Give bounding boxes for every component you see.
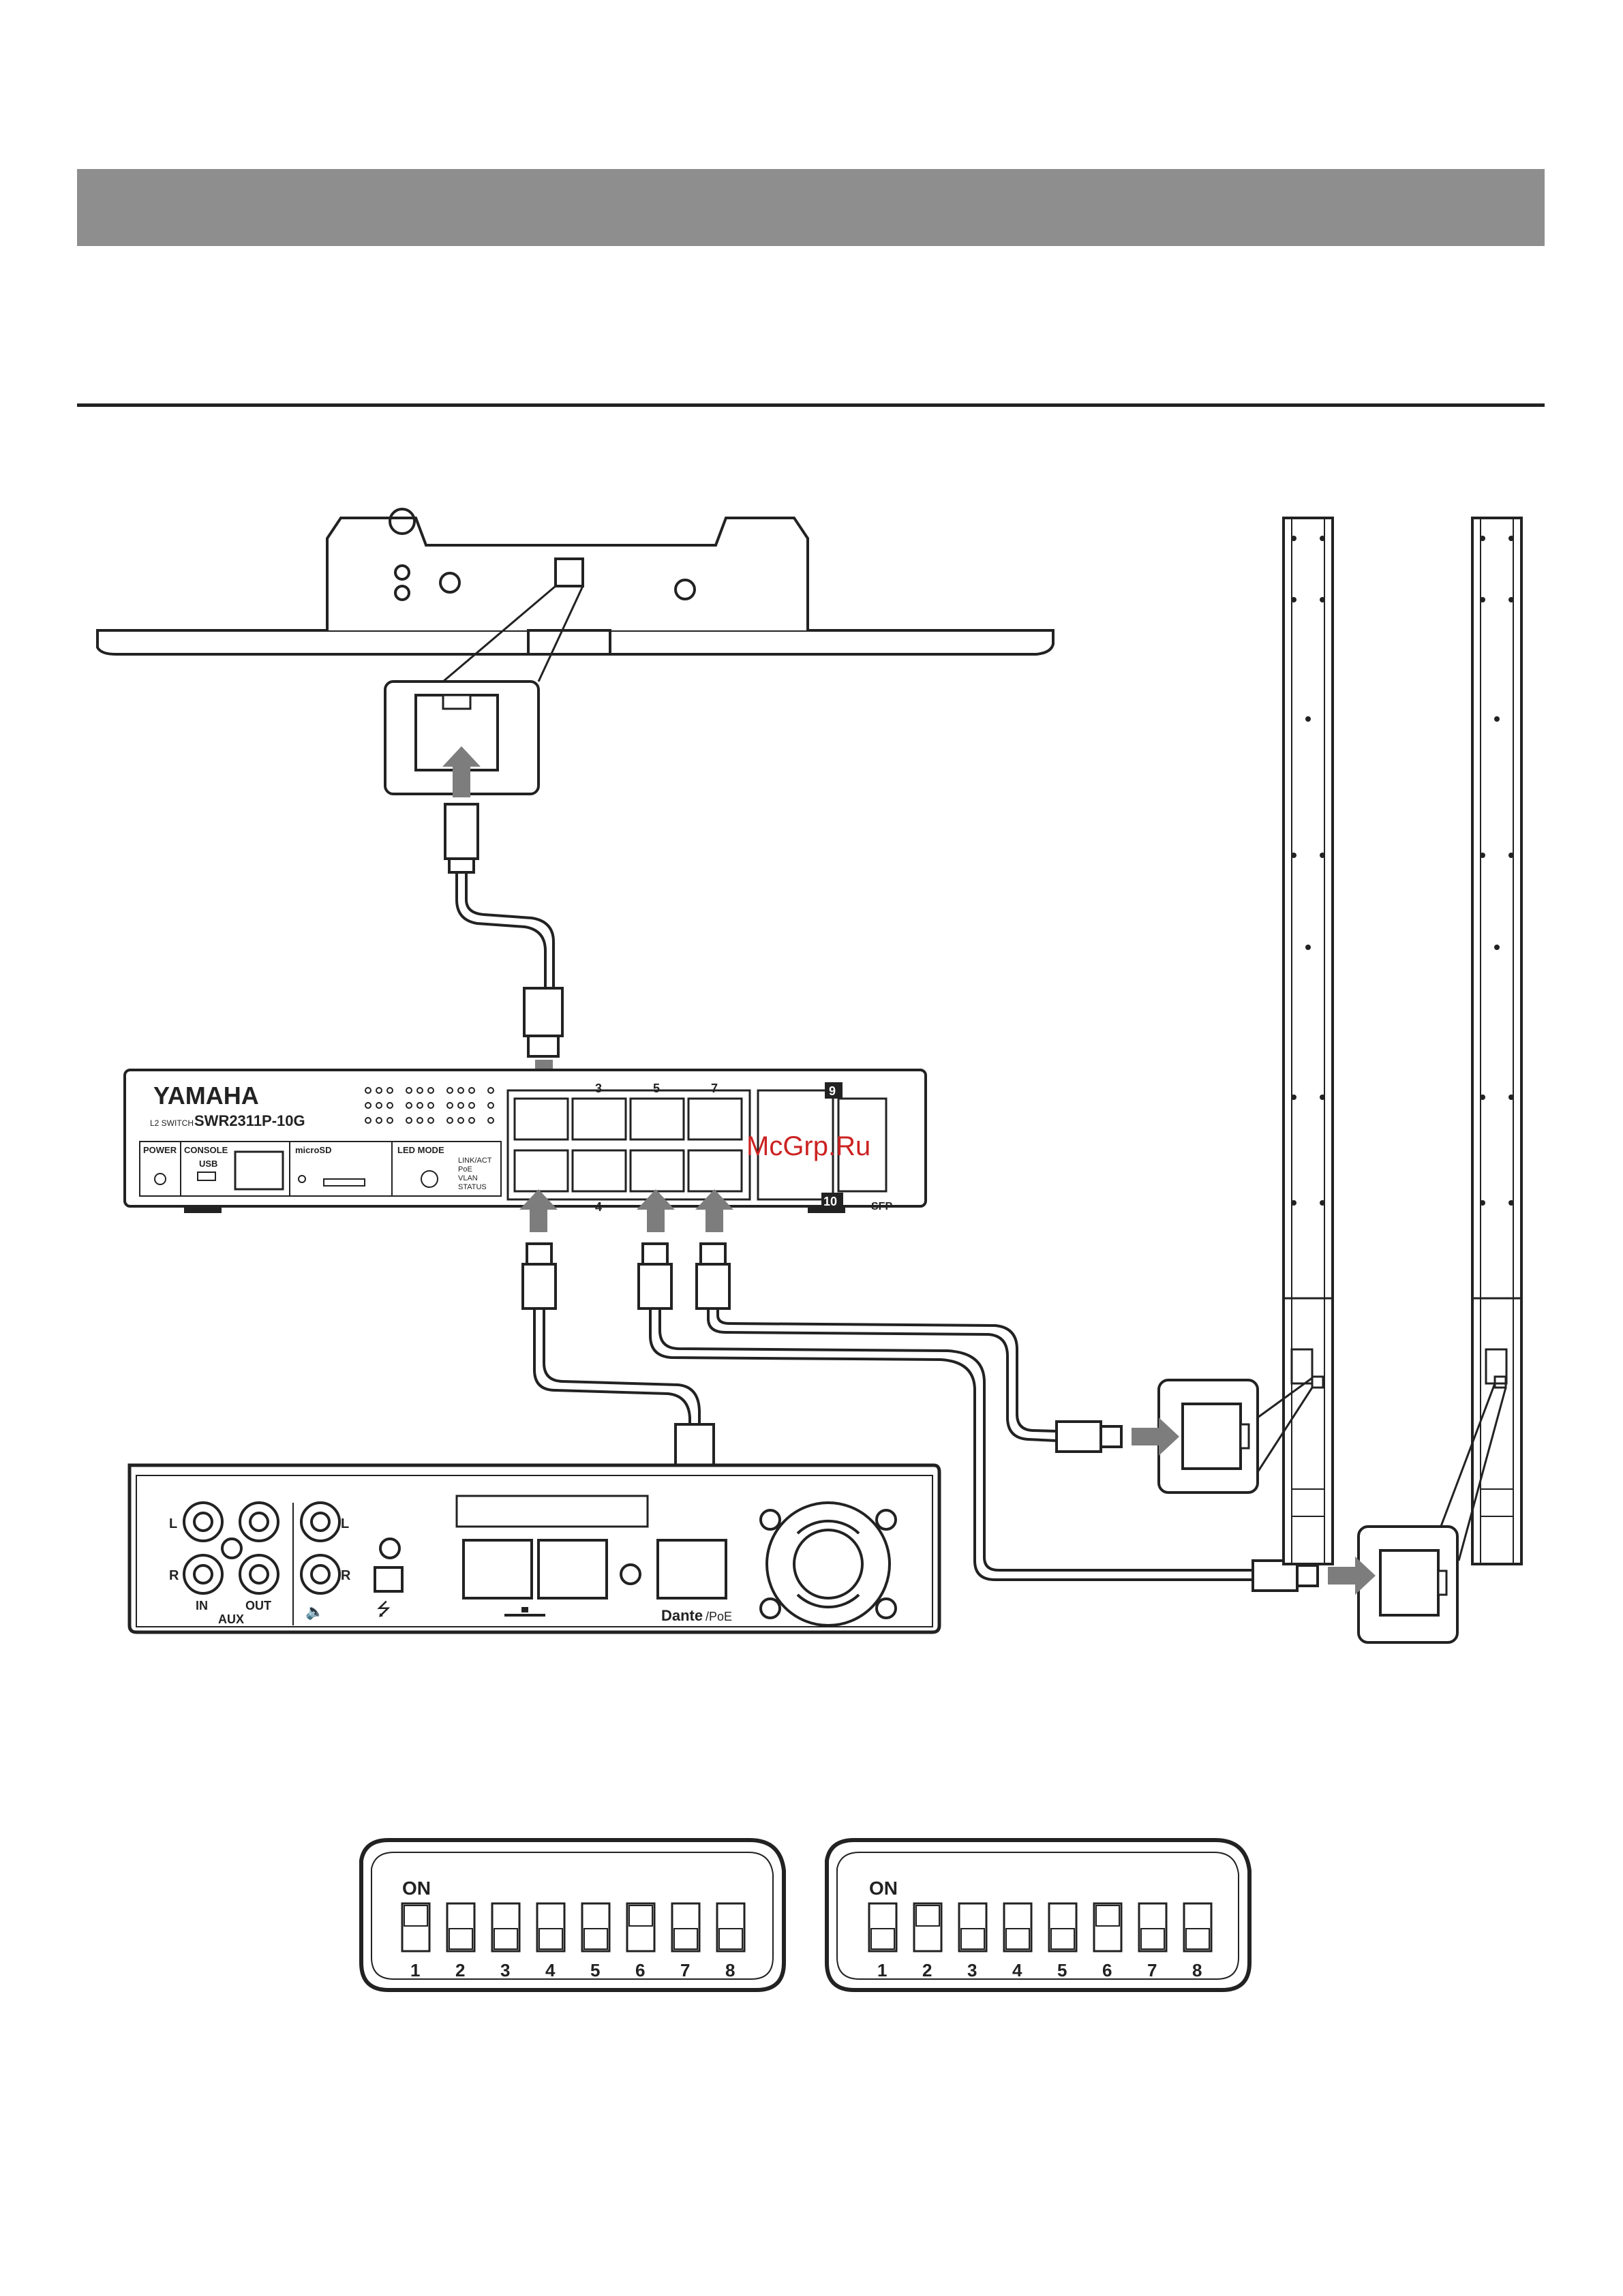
dip-1-switch-2-knob <box>449 1929 472 1949</box>
aux-label: AUX <box>218 1612 244 1626</box>
dip-2-switch-2-knob <box>916 1905 939 1926</box>
dip-2-switch-4-knob <box>1006 1929 1029 1949</box>
dip-1-number-4: 4 <box>545 1960 556 1980</box>
dip-2-number-7: 7 <box>1147 1960 1157 1980</box>
sfp-label: SFP <box>871 1201 892 1212</box>
dip-2-switch-8-knob <box>1186 1929 1209 1949</box>
speaker-icon: 🔈 <box>305 1603 324 1621</box>
amplifier-rear: L R IN OUT AUX L R 🔈 ⭍ Dante /PoE <box>130 1465 939 1632</box>
dip-1-number-6: 6 <box>635 1960 645 1980</box>
dip-2-switch-6-knob <box>1096 1905 1119 1926</box>
dip-1-number-1: 1 <box>410 1960 420 1980</box>
dip-1-number-8: 8 <box>725 1960 735 1980</box>
dip-1-number-3: 3 <box>500 1960 510 1980</box>
speaker-1-lan-jack-zoom <box>1132 1380 1258 1493</box>
speaker-2 <box>1472 518 1521 1564</box>
aux-in-label: IN <box>196 1599 208 1612</box>
led-mode-vlan: VLAN <box>458 1174 478 1182</box>
label-led-mode: LED MODE <box>397 1145 444 1155</box>
aux-r-label: R <box>169 1568 179 1583</box>
usb-icon: ⭍ <box>376 1599 391 1619</box>
label-power: POWER <box>143 1145 177 1155</box>
dip-2-number-4: 4 <box>1012 1960 1022 1980</box>
switch-model: SWR2311P-10G <box>194 1112 305 1129</box>
switch-category: L2 SWITCH <box>150 1118 194 1128</box>
poe-label: /PoE <box>706 1610 732 1623</box>
dip-2-number-8: 8 <box>1192 1960 1202 1980</box>
section-rule <box>77 403 1545 407</box>
dip-2-number-2: 2 <box>922 1960 932 1980</box>
dip-2-switch-5-knob <box>1051 1929 1074 1949</box>
port-label-5: 5 <box>653 1082 660 1095</box>
header-bar <box>77 169 1545 246</box>
dip-1-switch-1-knob <box>404 1905 427 1926</box>
switch-brand: YAMAHA <box>153 1082 259 1109</box>
aux-out-label: OUT <box>245 1599 271 1612</box>
port-label-7: 7 <box>711 1082 718 1095</box>
network-switch: YAMAHA L2 SWITCH SWR2311P-10G POWER CONS… <box>125 1070 926 1214</box>
led-mode-status: STATUS <box>458 1183 487 1191</box>
dip-2-number-5: 5 <box>1057 1960 1067 1980</box>
dip-2-switch-3-knob <box>961 1929 984 1949</box>
speaker-1 <box>1284 518 1333 1564</box>
dip-1-on-label: ON <box>402 1878 431 1899</box>
port-label-4: 4 <box>595 1200 602 1214</box>
dip-1-number-5: 5 <box>590 1960 600 1980</box>
watermark: McGrp.Ru <box>746 1131 870 1161</box>
dip-switch-unit-2: ON 1 2 3 4 5 6 7 8 <box>827 1840 1249 1990</box>
label-microsd: microSD <box>295 1145 331 1155</box>
led-mode-poe: PoE <box>458 1165 472 1174</box>
port-label-3: 3 <box>595 1082 602 1095</box>
sfp-label-10: 10 <box>823 1195 837 1208</box>
dip-1-switch-3-knob <box>494 1929 517 1949</box>
spk-l-label: L <box>341 1516 349 1531</box>
dip-1-switch-5-knob <box>584 1929 607 1949</box>
dip-2-number-1: 1 <box>877 1960 887 1980</box>
dip-2-on-label: ON <box>869 1878 898 1899</box>
panel-device-rear <box>97 509 1053 654</box>
label-console: CONSOLE <box>184 1145 228 1155</box>
dante-label: Dante <box>661 1607 703 1624</box>
aux-l-label: L <box>169 1516 177 1531</box>
dip-1-switch-7-knob <box>674 1929 697 1949</box>
led-mode-linkact: LINK/ACT <box>458 1157 492 1165</box>
dip-1-switch-4-knob <box>539 1929 562 1949</box>
panel-lan-jack-zoom <box>385 682 539 797</box>
dip-1-switch-8-knob <box>719 1929 742 1949</box>
label-usb: USB <box>199 1159 217 1169</box>
sfp-label-9: 9 <box>829 1084 836 1098</box>
dip-switch-unit-1: ON 1 2 3 4 5 6 7 8 <box>361 1840 784 1990</box>
dip-1-number-2: 2 <box>455 1960 465 1980</box>
dip-1-switch-6-knob <box>629 1905 652 1926</box>
speaker-2-lan-jack-zoom <box>1328 1527 1457 1642</box>
dip-2-number-3: 3 <box>967 1960 977 1980</box>
dip-2-switch-1-knob <box>871 1929 894 1949</box>
spk-r-label: R <box>341 1568 351 1583</box>
dip-2-number-6: 6 <box>1102 1960 1112 1980</box>
dip-1-number-7: 7 <box>680 1960 690 1980</box>
cable-panel-to-switch <box>445 804 562 1056</box>
dip-2-switch-7-knob <box>1141 1929 1164 1949</box>
